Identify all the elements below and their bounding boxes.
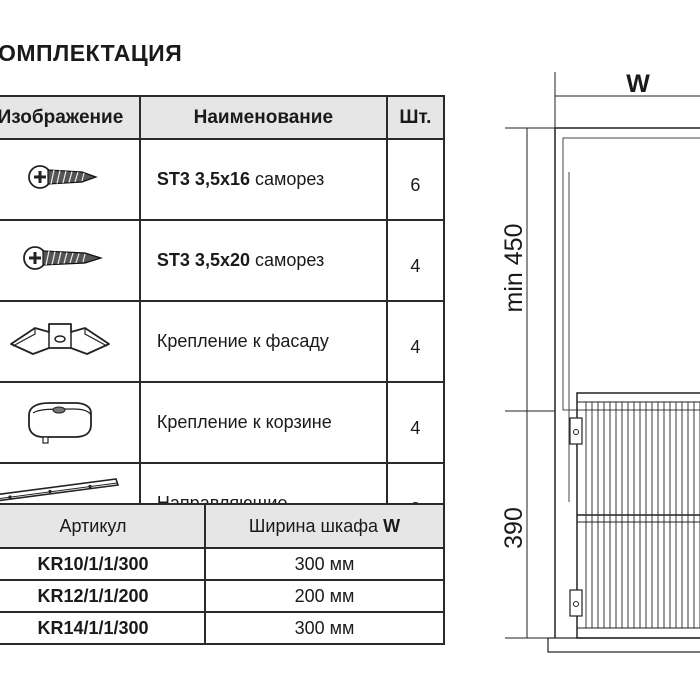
article-code: KR14/1/1/300 <box>0 611 206 645</box>
section-title: ОМПЛЕКТАЦИЯ <box>0 40 183 66</box>
width-dimension-label: W <box>626 70 650 98</box>
cabinet-width: 200 мм <box>204 579 445 613</box>
table-row: ST3 3,5x20 саморез 4 <box>0 219 446 302</box>
item-name: саморез <box>250 169 325 189</box>
table-row: KR10/1/1/300 300 мм <box>0 547 445 581</box>
table-row: Крепление к фасаду 4 <box>0 300 446 383</box>
image-cell <box>0 381 141 464</box>
qty-cell: 4 <box>385 300 446 383</box>
article-code: KR12/1/1/200 <box>0 579 206 613</box>
name-cell: ST3 3,5x20 саморез <box>138 219 388 302</box>
item-name: саморез <box>250 250 325 270</box>
item-name-bold: ST3 3,5x20 <box>156 250 250 270</box>
image-cell <box>0 138 141 221</box>
kit-table-header: Изображение Наименование Шт. <box>0 95 446 140</box>
header-image: Изображение <box>0 95 141 140</box>
qty-cell: 4 <box>385 381 446 464</box>
screw-icon <box>28 165 99 189</box>
basket-clip-icon <box>28 402 93 444</box>
header-cabinet-width: Ширина шкафа W <box>204 503 445 549</box>
qty-cell: 6 <box>385 138 446 221</box>
table-row: KR14/1/1/300 300 мм <box>0 611 445 645</box>
article-table: Артикул Ширина шкафа W KR10/1/1/300 300 … <box>0 503 445 645</box>
table-row: Крепление к корзине 4 <box>0 381 446 464</box>
cabinet-width: 300 мм <box>204 611 445 645</box>
header-width-letter: W <box>383 515 401 536</box>
upper-height-label: min 450 <box>500 224 528 313</box>
article-code: KR10/1/1/300 <box>0 547 206 581</box>
facade-clip-icon <box>10 323 111 355</box>
name-cell: ST3 3,5x16 саморез <box>138 138 388 221</box>
basket-drawing <box>569 392 700 639</box>
header-qty: Шт. <box>385 95 446 140</box>
name-cell: Крепление к корзине <box>138 381 388 464</box>
qty-cell: 4 <box>385 219 446 302</box>
cabinet-width: 300 мм <box>204 547 445 581</box>
table-row: ST3 3,5x16 саморез 6 <box>0 138 446 221</box>
header-name: Наименование <box>138 95 388 140</box>
kit-table: Изображение Наименование Шт. ST3 3,5x16 … <box>0 95 446 545</box>
item-name: Крепление к фасаду <box>156 331 329 351</box>
item-name-bold: ST3 3,5x16 <box>156 169 250 189</box>
article-table-header: Артикул Ширина шкафа W <box>0 503 445 549</box>
cabinet-drawing: W min 450 390 <box>500 70 700 653</box>
header-article: Артикул <box>0 503 206 549</box>
item-name: Крепление к корзине <box>156 412 332 432</box>
header-width-label: Ширина шкафа <box>248 515 379 536</box>
name-cell: Крепление к фасаду <box>138 300 388 383</box>
image-cell <box>0 219 141 302</box>
image-cell <box>0 300 141 383</box>
lower-height-label: 390 <box>500 507 528 549</box>
screw-icon <box>23 246 104 270</box>
table-row: KR12/1/1/200 200 мм <box>0 579 445 613</box>
